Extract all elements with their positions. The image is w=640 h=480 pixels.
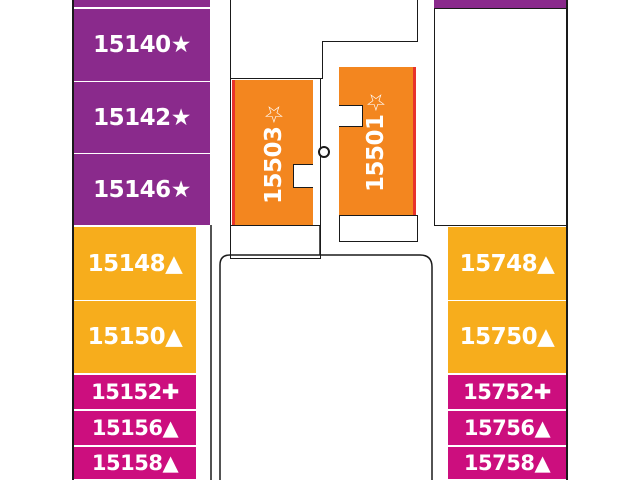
- triangle-icon: ▲: [537, 324, 555, 350]
- cabin-number: 15152: [91, 380, 162, 404]
- hull-left-wall: [72, 0, 74, 480]
- service-area-right: [434, 8, 566, 226]
- cabin-15758[interactable]: 15758▲: [448, 447, 566, 480]
- cabin-notch: [293, 164, 313, 188]
- cabin-number: 15146: [93, 176, 171, 203]
- cabin-label-15503: 15503☆: [261, 101, 287, 204]
- cabin-15748[interactable]: 15748▲: [448, 227, 566, 301]
- you-are-here-marker-icon: [318, 146, 330, 158]
- cabin-number: 15748: [459, 250, 538, 277]
- outline-star-icon: ☆: [261, 101, 287, 127]
- cabin-top-partial: [74, 0, 210, 8]
- cabin-top-right-partial: [434, 0, 566, 8]
- cabin-number: 15503: [261, 126, 287, 205]
- cabin-15503[interactable]: 15503☆: [232, 80, 313, 226]
- cabin-number: 15501: [363, 114, 389, 193]
- cabin-15756[interactable]: 15756▲: [448, 411, 566, 446]
- triangle-icon: ▲: [162, 451, 179, 475]
- atrium-outline: [210, 225, 433, 480]
- corridor-block: [230, 225, 321, 259]
- cabin-15146[interactable]: 15146★: [74, 154, 210, 226]
- cabin-15152[interactable]: 15152✚: [74, 375, 196, 410]
- cabin-number: 15750: [459, 324, 538, 350]
- cabin-number: 15756: [463, 416, 535, 440]
- cabin-number: 15140: [93, 32, 171, 58]
- service-room-mid: [339, 215, 418, 242]
- triangle-icon: ▲: [165, 250, 183, 277]
- cross-icon: ✚: [161, 380, 180, 404]
- triangle-icon: ▲: [162, 416, 179, 440]
- cabin-15148[interactable]: 15148▲: [74, 227, 196, 301]
- service-room-top: [230, 0, 418, 42]
- cabin-number: 15758: [463, 451, 535, 475]
- triangle-icon: ▲: [537, 250, 555, 277]
- cabin-15750[interactable]: 15750▲: [448, 301, 566, 374]
- cabin-15150[interactable]: 15150▲: [74, 301, 196, 374]
- outline-star-icon: ☆: [363, 89, 389, 115]
- triangle-icon: ▲: [165, 324, 183, 350]
- star-icon: ★: [170, 32, 192, 58]
- cabin-number: 15158: [91, 451, 163, 475]
- cabin-15140[interactable]: 15140★: [74, 9, 210, 82]
- cabin-15501[interactable]: 15501☆: [339, 67, 416, 215]
- cabin-label-15501: 15501☆: [363, 89, 389, 192]
- cabin-number: 15156: [91, 416, 163, 440]
- triangle-icon: ▲: [534, 416, 551, 440]
- cabin-notch: [339, 105, 363, 127]
- cabin-15142[interactable]: 15142★: [74, 82, 210, 154]
- service-corridor-top: [230, 41, 323, 79]
- cabin-number: 15142: [93, 104, 171, 131]
- cabin-number: 15150: [87, 324, 166, 350]
- hull-right-wall: [566, 0, 568, 480]
- cabin-number: 15752: [463, 380, 534, 404]
- star-icon: ★: [170, 176, 192, 203]
- triangle-icon: ▲: [534, 451, 551, 475]
- star-icon: ★: [170, 104, 192, 131]
- cabin-number: 15148: [87, 250, 166, 277]
- cross-icon: ✚: [533, 380, 552, 404]
- cabin-15752[interactable]: 15752✚: [448, 375, 566, 410]
- cabin-15156[interactable]: 15156▲: [74, 411, 196, 446]
- cabin-15158[interactable]: 15158▲: [74, 447, 196, 480]
